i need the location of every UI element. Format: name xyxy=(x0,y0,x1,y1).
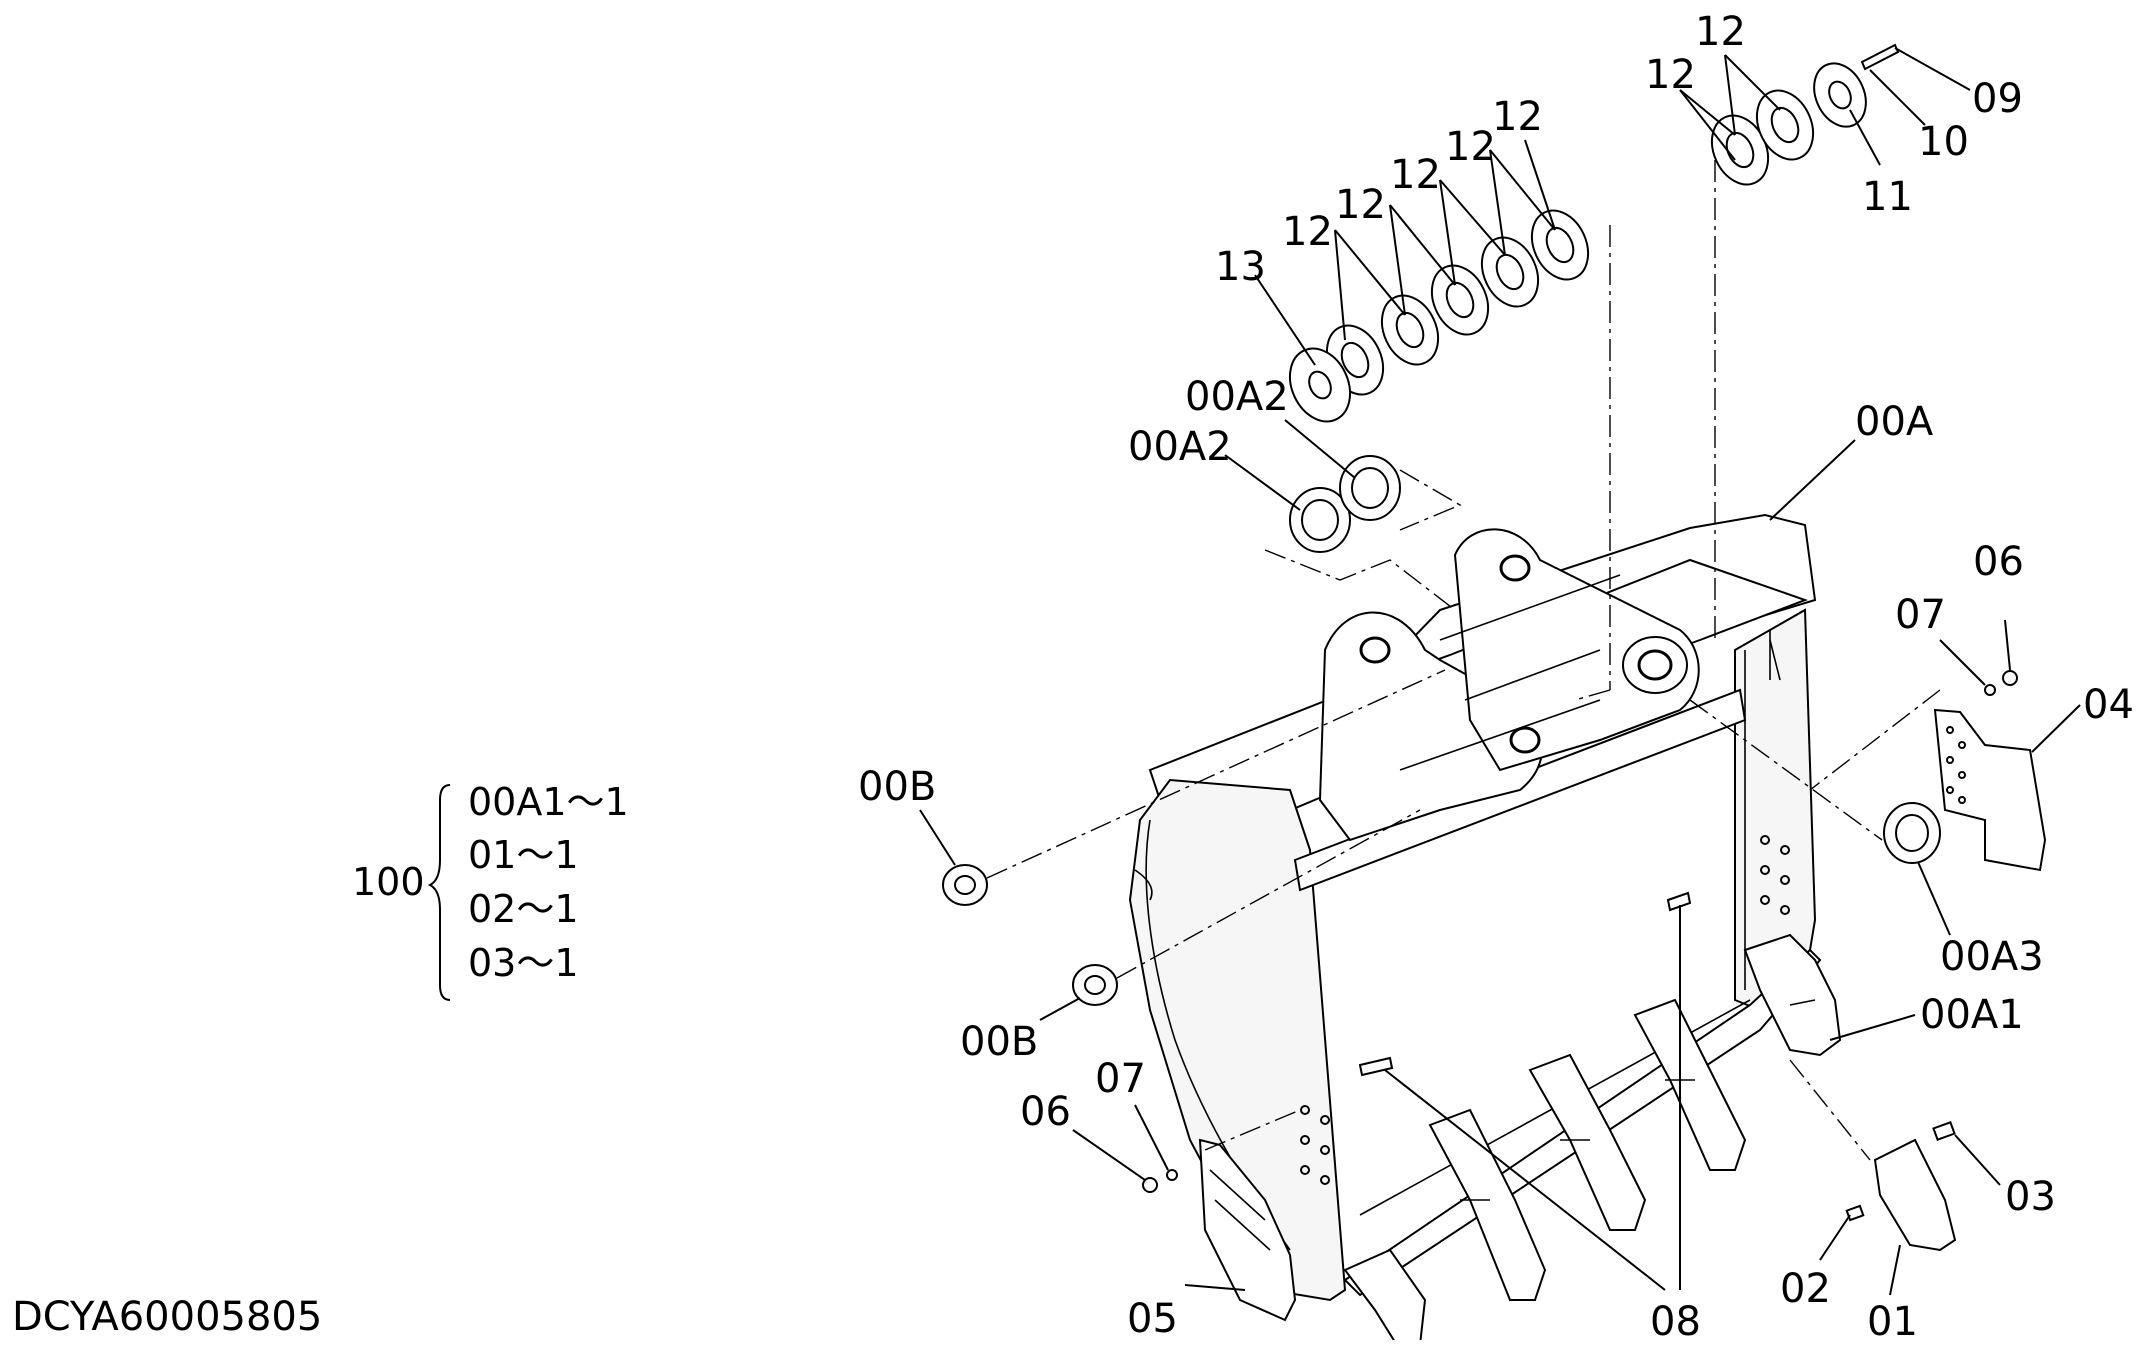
side-plate-holes-right xyxy=(1760,835,1790,915)
labels: 12 12 12 12 12 12 12 13 09 10 11 00A2 00… xyxy=(12,9,2134,1345)
callout-07: 07 xyxy=(1095,1056,1146,1102)
callout-05: 05 xyxy=(1127,1296,1178,1340)
side-cutter-04 xyxy=(1933,708,2047,872)
callout-00A3: 00A3 xyxy=(1940,934,2044,980)
callout-09: 09 xyxy=(1972,76,2023,122)
bucket-teeth xyxy=(1343,933,1842,1345)
callout-00A2: 00A2 xyxy=(1185,374,1289,420)
callout-00A2: 00A2 xyxy=(1128,424,1232,470)
side-cutter-05 xyxy=(1198,1138,1297,1322)
plate-11 xyxy=(1813,62,1867,128)
bushing-00B-b xyxy=(1072,964,1118,1006)
callout-12: 12 xyxy=(1492,94,1543,140)
assembly-component: 03～1 xyxy=(468,941,579,985)
callout-12: 12 xyxy=(1645,52,1696,98)
callout-06: 06 xyxy=(1020,1089,1071,1135)
callout-01: 01 xyxy=(1867,1299,1918,1340)
callout-12: 12 xyxy=(1335,182,1386,228)
assembly-brace xyxy=(427,784,451,1001)
callout-11: 11 xyxy=(1862,174,1913,220)
assembly-component: 01～1 xyxy=(468,833,579,877)
callout-12: 12 xyxy=(1282,209,1333,255)
side-plate-holes-left xyxy=(1300,1105,1330,1185)
callout-08: 08 xyxy=(1650,1299,1701,1340)
plate-13 xyxy=(1288,347,1352,423)
callout-12: 12 xyxy=(1390,152,1441,198)
callout-13: 13 xyxy=(1215,244,1266,290)
callout-02: 02 xyxy=(1780,1266,1831,1312)
callout-12: 12 xyxy=(1695,9,1746,55)
pins-08 xyxy=(1358,891,1692,1077)
assembly-component: 02～1 xyxy=(468,887,579,931)
assembly-number: 100 xyxy=(352,860,425,904)
callout-07: 07 xyxy=(1895,592,1946,638)
callout-06: 06 xyxy=(1973,539,2024,585)
shims-12 xyxy=(1325,89,1815,396)
callout-00B: 00B xyxy=(858,764,936,810)
seal-00A2-b xyxy=(1339,455,1401,521)
seal-00A2-a xyxy=(1289,487,1351,553)
callout-00B: 00B xyxy=(960,1019,1038,1065)
alignment-lines xyxy=(986,160,1941,1161)
assembly-component: 00A1～1 xyxy=(468,780,629,824)
washer-nut-06-07 xyxy=(1142,670,2018,1193)
bushing-00B-a xyxy=(942,864,988,906)
diagram-id: DCYA60005805 xyxy=(12,1294,322,1340)
bushing-00A3 xyxy=(1883,802,1941,864)
callout-03: 03 xyxy=(2005,1174,2056,1220)
callout-00A1: 00A1 xyxy=(1920,992,2024,1038)
bolt-09 xyxy=(1860,43,1900,71)
callout-00A: 00A xyxy=(1855,399,1934,445)
callout-10: 10 xyxy=(1918,119,1969,165)
callout-04: 04 xyxy=(2083,682,2134,728)
callout-12: 12 xyxy=(1445,124,1496,170)
loose-tooth xyxy=(1845,1121,1957,1252)
leader-lines xyxy=(919,47,2081,1296)
